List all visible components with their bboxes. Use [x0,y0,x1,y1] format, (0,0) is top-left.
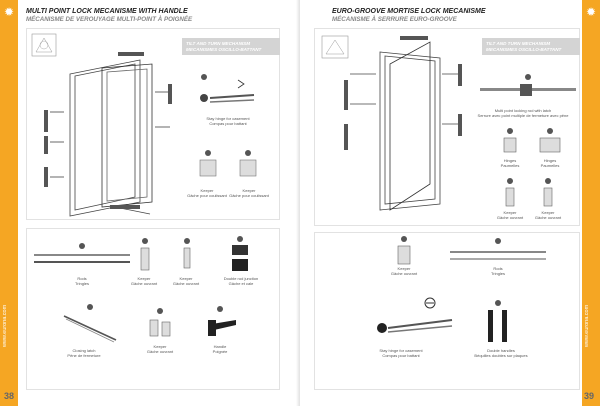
website: www.eurona.com [2,304,8,348]
accent-bar: ✹ www.eurona.com [582,0,600,406]
panel-title: TILT AND TURN MECHANISM MECANISMES OSCIL… [182,38,280,55]
page-subtitle: MÉCANISME DE VEROUYAGE MULTI-POINT À POI… [26,16,193,23]
double-rod-caption: Double rod junction Gâche et cale [223,276,259,286]
keeper-icon-4 [183,238,191,269]
stay-hinge-caption: Stay hinge for casement Compas pour batt… [379,348,423,358]
stay-hinge-icon [377,297,453,333]
gear-logo-icon: ✹ [3,5,15,19]
panel-title: TILT AND TURN MECHANISM MECANISMES OSCIL… [482,38,580,55]
diagram-panel [314,28,580,226]
page-number: 38 [4,391,15,401]
keeper-caption-c: Keeper Gâche ouvrant [390,266,418,276]
hinge-caption: Stay hinge for casement Compas pour batt… [206,116,250,126]
website: www.eurona.com [584,304,590,348]
page-title: EURO-GROOVE MORTISE LOCK MECANISME [332,8,486,15]
keeper-caption-5: Keeper Gâche ouvrant [146,344,174,354]
window-diagram [31,33,172,217]
keeper-icon-2 [239,150,257,177]
rods-icon [34,243,130,263]
keeper-caption-2: Keeper Gâche pour coulissant [229,188,269,198]
page-number: 39 [583,391,594,401]
hinge-icon-a [503,128,517,153]
left-page: ✹ www.eurona.com MULTI POINT LOCK MECANI… [0,0,280,406]
keeper-caption-b: Keeper Gâche ouvrant [534,210,562,220]
gear-logo-icon: ✹ [585,5,597,19]
stay-hinge-icon [200,74,255,103]
accent-bar: ✹ www.eurona.com [0,0,18,406]
multipoint-caption: Multi point locking rod with latch Serru… [477,108,569,118]
keeper-icon-a [505,178,515,207]
right-page: ✹ www.eurona.com EURO-GROOVE MORTISE LOC… [300,0,600,406]
keeper-caption-3: Keeper Gâche ouvrant [130,276,158,286]
window-diagram [321,35,462,211]
diagram-panel [26,28,280,220]
page-title-block: EURO-GROOVE MORTISE LOCK MECANISME MÉCAN… [332,8,486,23]
page-title-block: MULTI POINT LOCK MECANISME WITH HANDLE M… [26,8,192,23]
handle-caption: Handle Poignée [212,344,228,354]
rods-icon [450,238,546,260]
hinge-icon-b [539,128,561,153]
double-handles-icon [488,300,507,342]
closing-latch-caption: Closing latch Pêne de fermeture [67,348,101,358]
keeper-icon-b [543,178,553,207]
keeper-icon-c [397,236,411,265]
keeper-caption-4: Keeper Gâche ouvrant [172,276,200,286]
rods-caption: Rods Tringles [490,266,506,276]
page-subtitle: MÉCANISME À SERRURE EURO-GROOVE [332,16,457,23]
multipoint-rod-icon [480,74,576,96]
handle-icon [208,306,236,336]
keeper-icon-5 [149,308,171,337]
rods-caption: Rods Tringles [74,276,90,286]
double-handles-caption: Double handles Béquilles doubles sur pla… [474,348,528,358]
page-title: MULTI POINT LOCK MECANISME WITH HANDLE [26,8,188,15]
keeper-icon [199,150,217,177]
closing-latch-icon [63,304,117,343]
keeper-icon-3 [140,238,150,271]
hinge-caption-a: Hinges Paumelles [500,158,520,168]
hinge-caption-b: Hinges Paumelles [540,158,560,168]
double-rod-icon [232,236,248,271]
keeper-caption-1: Keeper Gâche pour coulissant [187,188,227,198]
keeper-caption-a: Keeper Gâche ouvrant [496,210,524,220]
